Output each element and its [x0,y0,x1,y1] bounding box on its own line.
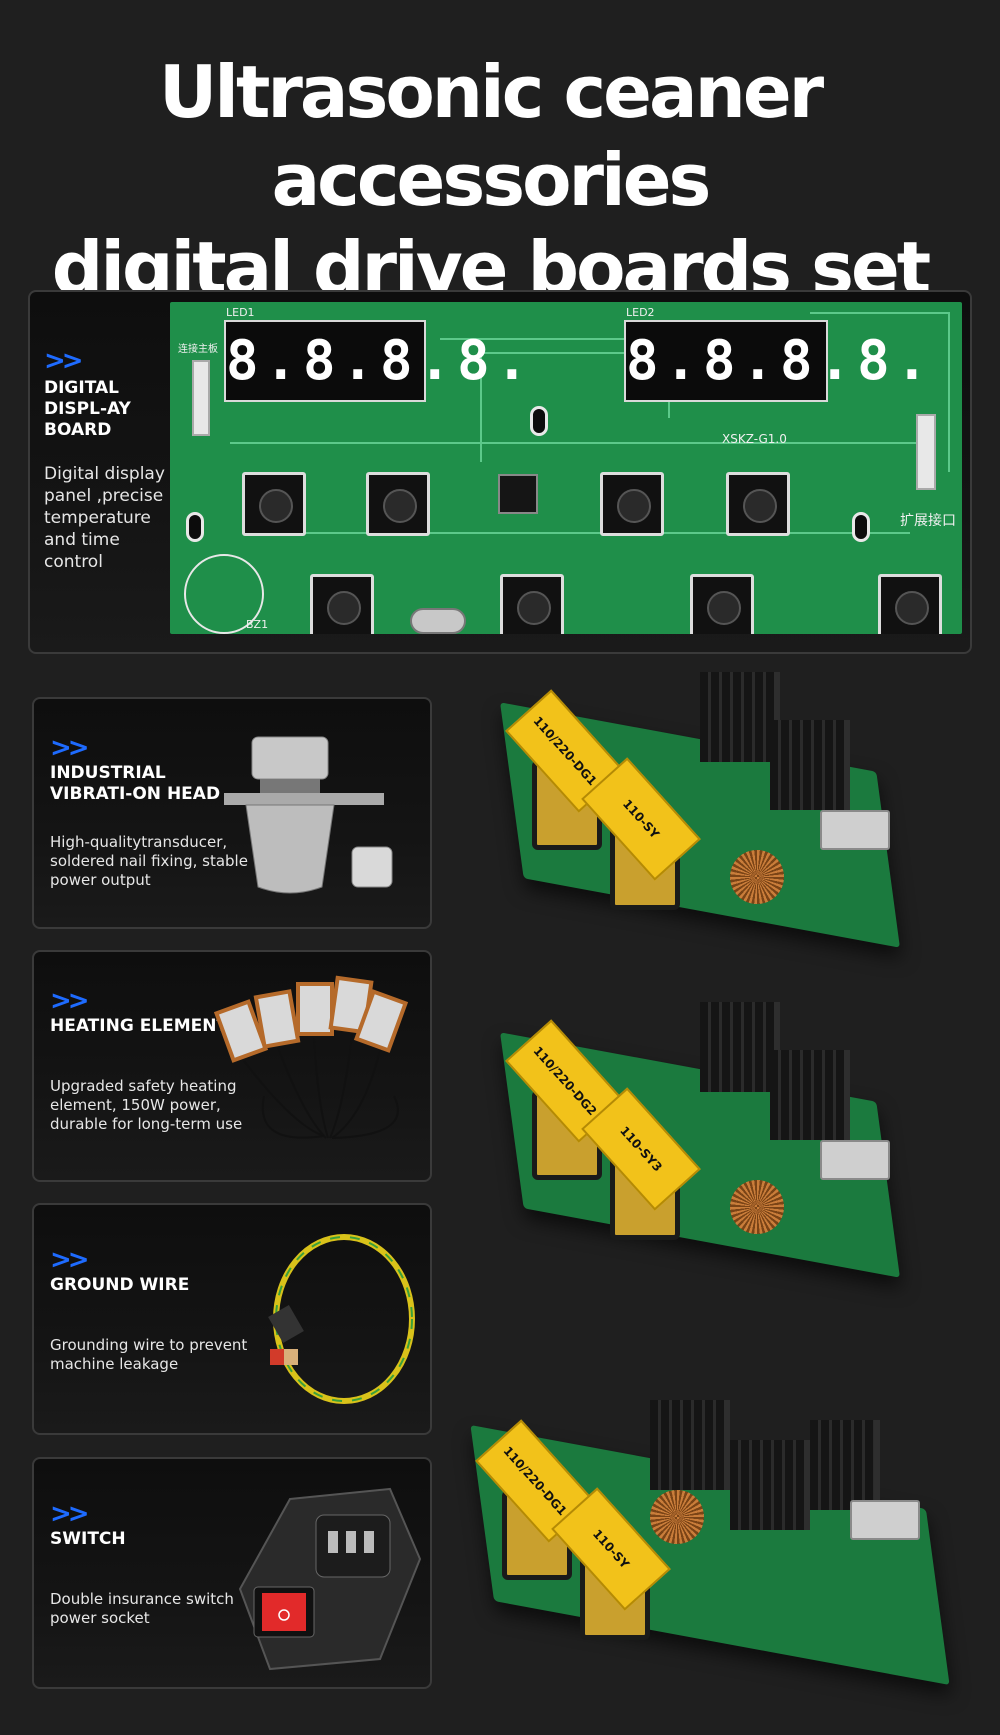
connector-left-label: 连接主板 [178,344,218,355]
arrows-icon: >> [44,346,84,376]
pcb-button-k5 [690,574,754,634]
buzzer-icon [184,554,264,634]
display-board-panel: >> DIGITAL DISPL-AY BOARD Digital displa… [28,290,972,654]
connector-left-icon [192,360,210,436]
model-label: XSKZ-G1.0 [722,432,787,446]
pcb-button-k6 [600,472,664,536]
seven-segment-display-1: 8.8.8.8. [224,320,528,402]
pcb-trace [230,442,930,502]
accessory-title: INDUSTRIAL VIBRATI-ON HEAD [50,763,221,804]
accessory-panel-heating-element: >> HEATING ELEMENT Upgraded safety heati… [32,950,432,1182]
led2-label: LED2 [626,306,655,319]
toroid-inductor-icon [730,850,784,904]
ground-wire-icon [268,1234,415,1404]
microcontroller-chip-icon [498,474,538,514]
page-title: Ultrasonic ceaner accessories digital dr… [0,48,980,312]
terminal-block-icon [820,810,890,850]
accessory-title: HEATING ELEMENT [50,1016,229,1036]
accessory-desc: Upgraded safety heating element, 150W po… [50,1077,243,1133]
heatsink-icon [810,1420,880,1510]
transducer-icon [224,736,393,894]
arrows-icon: >> [50,1245,90,1275]
display-board-pcb: LED1 LED2 8.8.8.8. 8.8.8.8. XSKZ-G1.0 连接… [170,302,962,634]
heating-element-icon [214,975,409,1139]
seven-segment-display-2: 8.8.8.8. [624,320,928,402]
pcb-button-k1 [242,472,306,536]
pcb-trace [290,532,910,572]
mounting-hole-icon [186,512,204,542]
pcb-trace [810,312,950,472]
display-board-desc: Digital display panel ,precise temperatu… [44,464,165,572]
pcb-button-k2 [310,574,374,634]
accessory-title: SWITCH [50,1529,126,1549]
display-board-title: DIGITAL DISPL-AY BOARD [44,378,131,440]
accessory-desc: Grounding wire to prevent machine leakag… [50,1336,248,1373]
toroid-inductor-icon [650,1490,704,1544]
heatsink-icon [770,720,850,810]
pcb-button-k8 [878,574,942,634]
terminal-block-icon [820,1140,890,1180]
power-switch-socket-icon [238,1487,422,1671]
connector-right-icon [916,414,936,490]
toroid-inductor-icon [730,1180,784,1234]
crystal-oscillator-icon [410,608,466,634]
pcb-button-k7 [726,472,790,536]
accessory-desc: Double insurance switch power socket [50,1590,234,1627]
drive-board-2: 110/220-DG2 110-SY3 [490,1000,910,1278]
led1-label: LED1 [226,306,255,319]
mounting-hole-icon [530,406,548,436]
accessory-panel-switch: >> SWITCH Double insurance switch power … [32,1457,432,1689]
title-line-1: Ultrasonic ceaner accessories [158,50,824,222]
pcb-trace [480,352,650,462]
heatsink-icon [700,1002,780,1092]
arrows-icon: >> [50,1499,90,1529]
heatsink-icon [700,672,780,762]
accessory-desc: High-qualitytransducer, soldered nail fi… [50,833,248,889]
connector-right-label: 扩展接口 [900,513,956,529]
accessory-title: GROUND WIRE [50,1275,190,1295]
mounting-hole-icon [852,512,870,542]
heatsink-icon [650,1400,730,1490]
display-board-info: >> DIGITAL DISPL-AY BOARD Digital displa… [44,348,174,573]
heatsink-icon [770,1050,850,1140]
buzzer-label: BZ1 [246,618,269,631]
arrows-icon: >> [50,986,90,1016]
pcb-button-k4 [500,574,564,634]
drive-board-3: 110/220-DG1 110-SY [460,1400,960,1686]
terminal-block-icon [850,1500,920,1540]
accessory-panel-ground-wire: >> GROUND WIRE Grounding wire to prevent… [32,1203,432,1435]
drive-board-1: 110/220-DG1 110-SY [490,670,910,948]
accessory-panel-vibration-head: >> INDUSTRIAL VIBRATI-ON HEAD High-quali… [32,697,432,929]
arrows-icon: >> [50,733,90,763]
pcb-button-k3 [366,472,430,536]
heatsink-icon [730,1440,810,1530]
